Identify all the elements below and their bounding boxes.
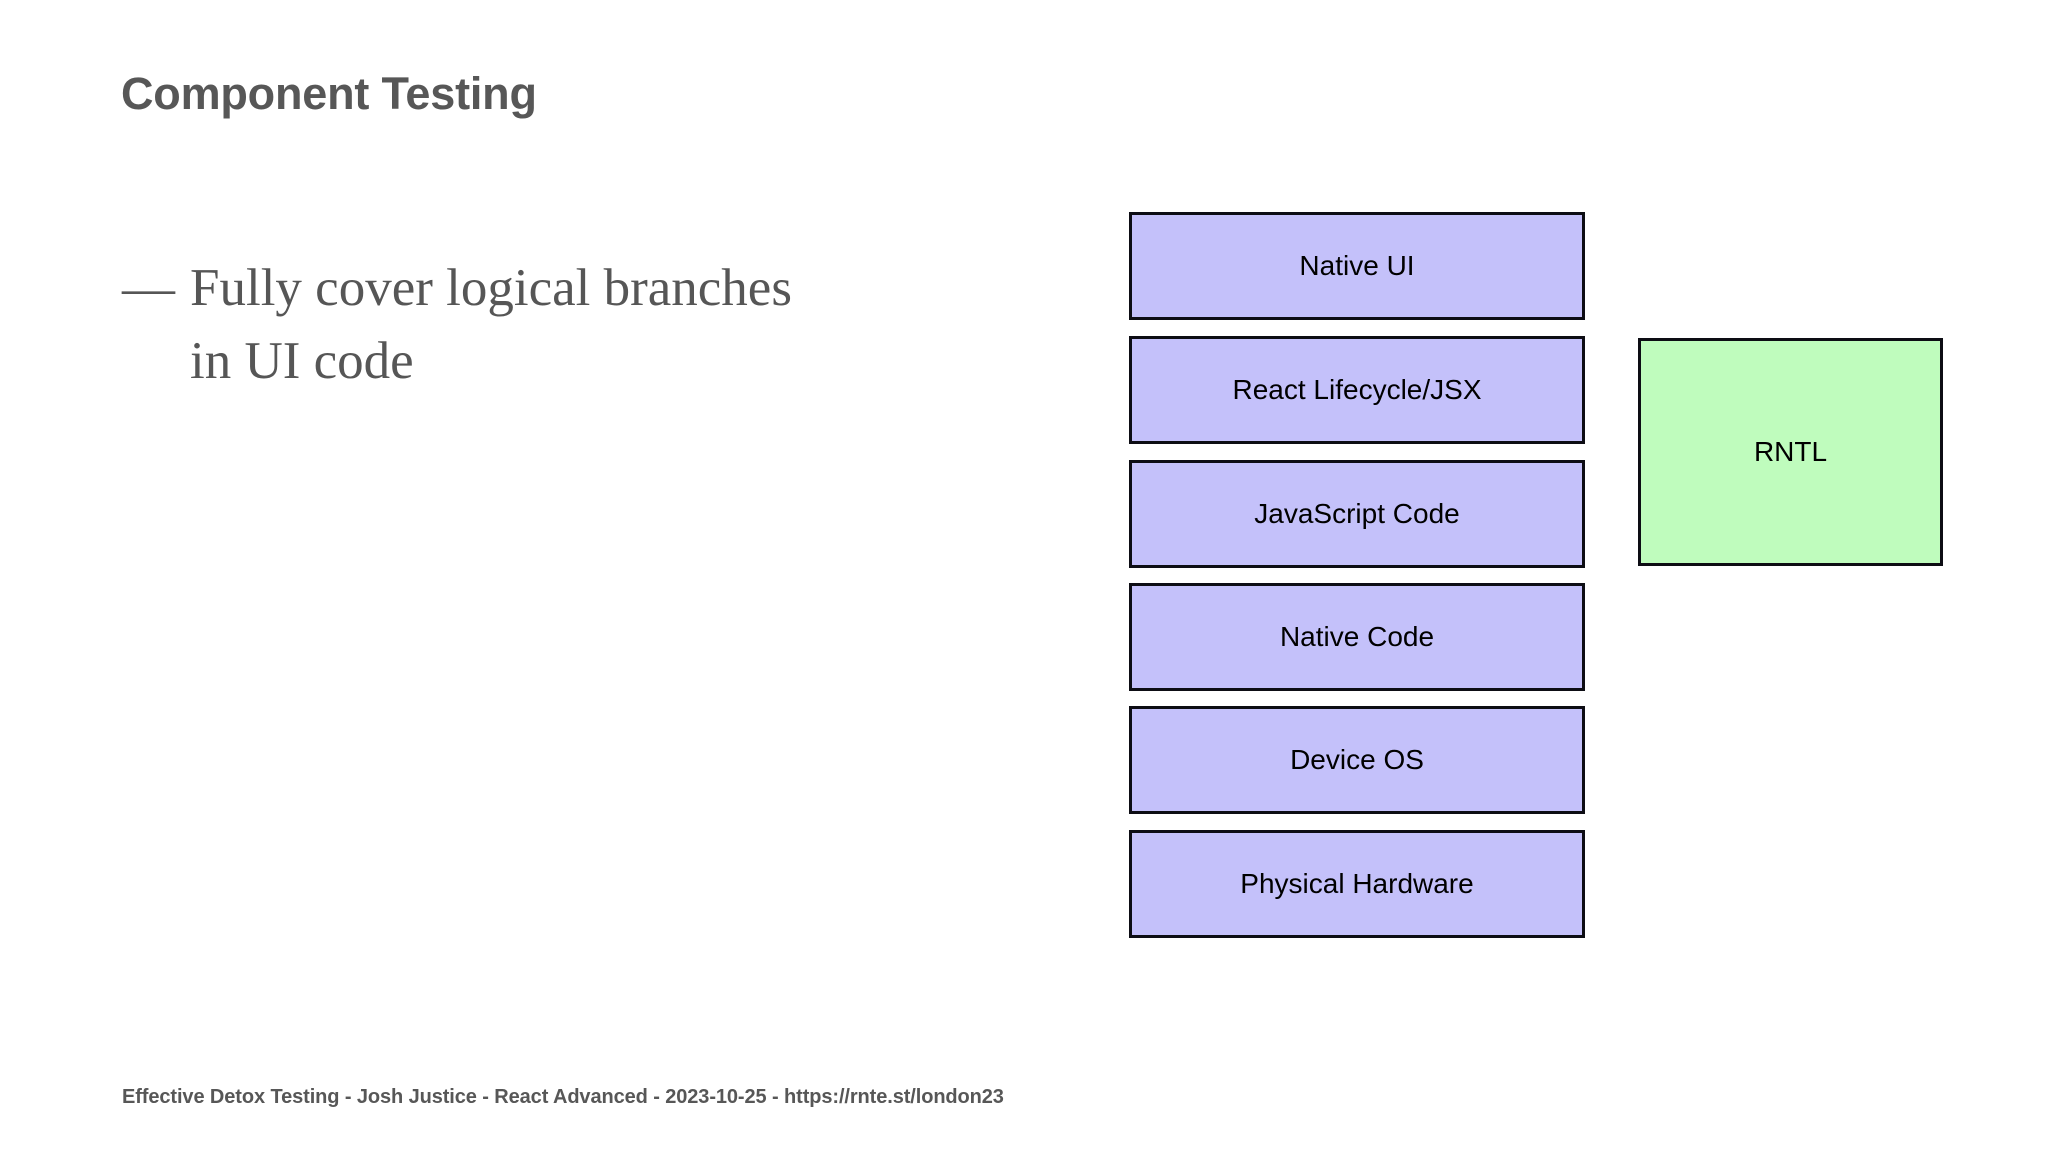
tool-coverage-rntl: RNTL — [1638, 338, 1943, 566]
stack-layer-native-ui: Native UI — [1129, 212, 1585, 320]
stack-layer-native-code: Native Code — [1129, 583, 1585, 691]
list-item: — Fully cover logical branches in UI cod… — [122, 252, 1002, 398]
em-dash-bullet-icon: — — [122, 259, 175, 317]
slide-footer: Effective Detox Testing - Josh Justice -… — [122, 1086, 1004, 1108]
stack-layer-device-os: Device OS — [1129, 706, 1585, 814]
stack-layer-react-lifecycle-jsx: React Lifecycle/JSX — [1129, 336, 1585, 444]
stack-layer-physical-hardware: Physical Hardware — [1129, 830, 1585, 938]
stack-layer-javascript-code: JavaScript Code — [1129, 460, 1585, 568]
bullet-list: — Fully cover logical branches in UI cod… — [122, 252, 1002, 398]
page-title: Component Testing — [121, 68, 537, 119]
bullet-text: Fully cover logical branches in UI code — [190, 259, 792, 390]
